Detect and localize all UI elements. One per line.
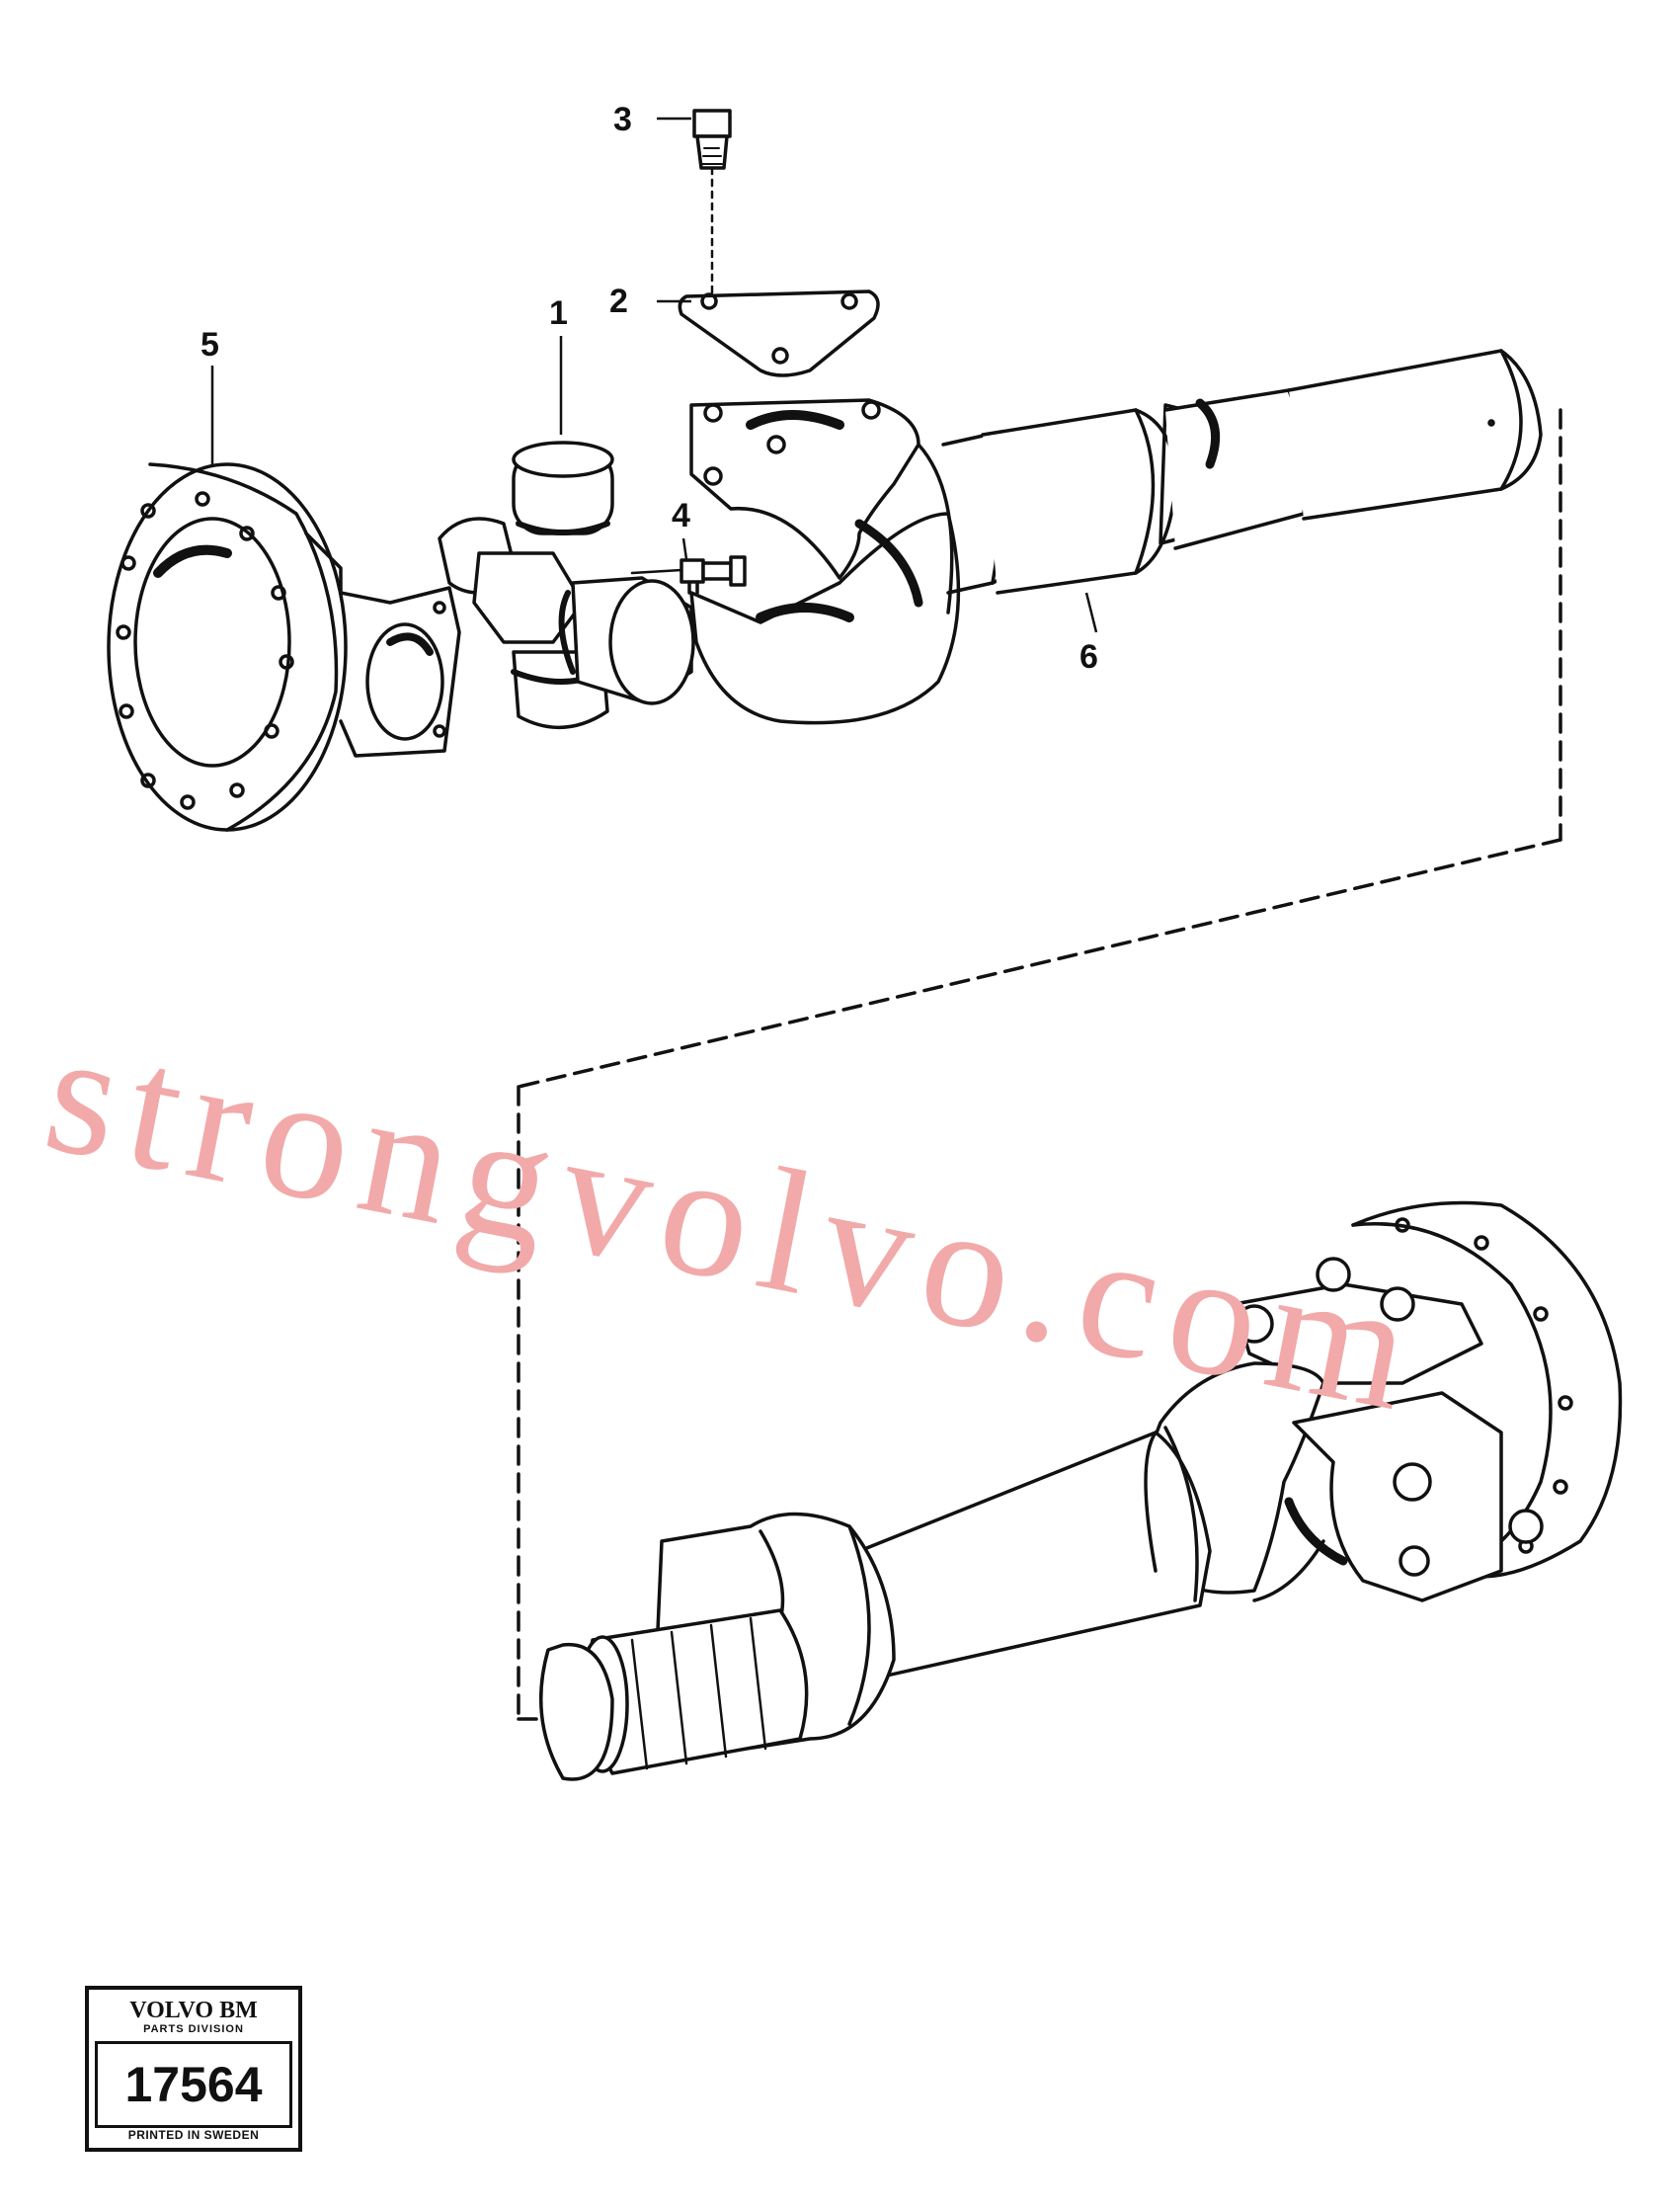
stamp-brand: VOLVO BM: [129, 1998, 258, 2023]
shaft-tube-part-6: [941, 349, 1543, 595]
bolt-part-3: [692, 109, 732, 298]
callout-5: 5: [200, 326, 219, 364]
volvo-bm-stamp: VOLVO BM PARTS DIVISION 17564 PRINTED IN…: [85, 1986, 302, 2152]
stamp-printed: PRINTED IN SWEDEN: [127, 2128, 260, 2142]
stamp-division: PARTS DIVISION: [143, 2023, 244, 2035]
universal-joint-cross-part-1: [438, 441, 695, 730]
lock-plate-part-2: [678, 289, 880, 377]
stamp-number: 17564: [95, 2041, 292, 2128]
leader-6: [1084, 592, 1098, 633]
lower-shaft-tube: [857, 1426, 1212, 1681]
leader-4: [681, 537, 688, 560]
callout-1: 1: [549, 294, 568, 332]
callout-6: 6: [1079, 638, 1098, 676]
grease-nipple-part-4: [630, 555, 747, 595]
callout-4: 4: [672, 497, 690, 534]
slip-yoke-upper: [689, 398, 961, 725]
callout-leaders: [210, 117, 1098, 633]
callout-2: 2: [609, 283, 628, 320]
flange-yoke-part-5: [107, 462, 461, 832]
callout-3: 3: [613, 101, 632, 138]
splined-shaft-end: [539, 1608, 809, 1781]
